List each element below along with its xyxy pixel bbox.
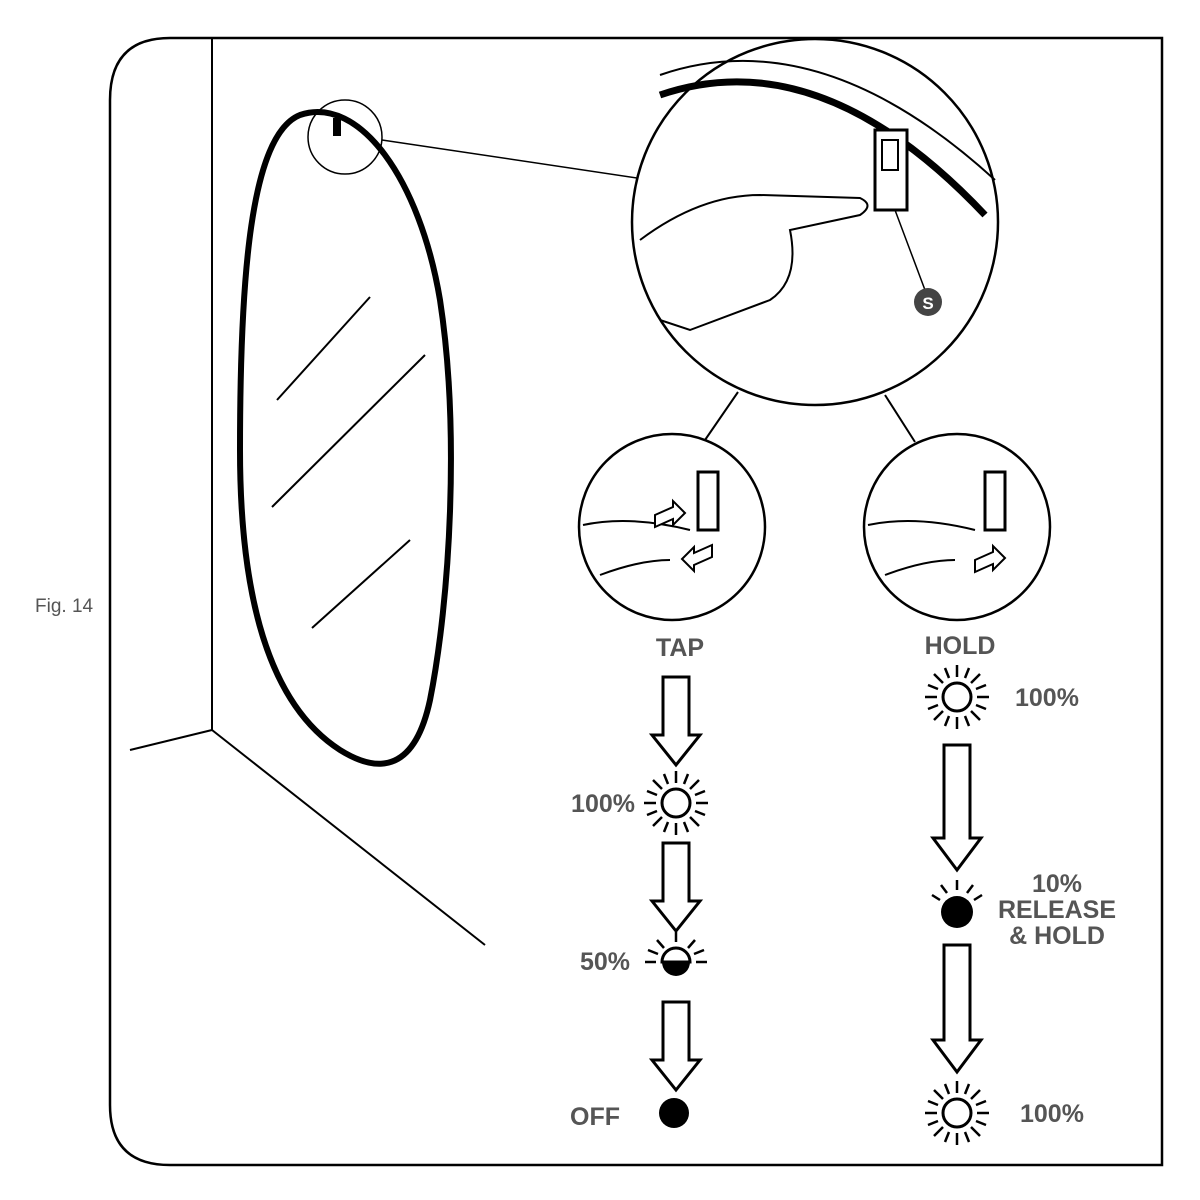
down-arrow-icon (650, 1000, 702, 1092)
figure-label: Fig. 14 (35, 596, 94, 617)
light-off-icon (659, 1098, 689, 1128)
sun-half-icon (645, 932, 707, 976)
hold-detail-circle (862, 432, 1052, 622)
down-arrow-icon (650, 675, 702, 767)
sun-full-icon (923, 663, 991, 731)
hold-mid-label: & HOLD (1009, 922, 1105, 950)
sun-dim-icon (931, 880, 983, 928)
sun-full-icon (923, 1079, 991, 1147)
down-arrow-icon (650, 841, 702, 933)
sun-full-icon (642, 769, 710, 837)
tap-step-label: 50% (580, 948, 630, 976)
wall-corner (129, 38, 486, 946)
hold-sequence: HOLD 100% 10% RELEASE & HOLD 100% (923, 632, 1116, 1147)
hold-start-label: 100% (1015, 684, 1079, 712)
tap-title: TAP (656, 634, 704, 662)
tap-sequence: TAP 100% 50% OFF (570, 634, 710, 1131)
switch-detail-magnified: S (630, 37, 1000, 443)
hold-mid-label: RELEASE (998, 896, 1116, 924)
frame (108, 36, 1164, 1167)
down-arrow-icon (930, 943, 984, 1075)
tap-detail-circle (577, 432, 767, 622)
callout-marker: S (922, 294, 933, 313)
oval-mirror (236, 99, 638, 767)
hold-end-label: 100% (1020, 1100, 1084, 1128)
tap-step-label: 100% (571, 790, 635, 818)
hold-mid-label: 10% (1032, 870, 1082, 898)
tap-step-label: OFF (570, 1103, 620, 1131)
detail-marker (307, 99, 383, 175)
hold-title: HOLD (925, 632, 996, 660)
